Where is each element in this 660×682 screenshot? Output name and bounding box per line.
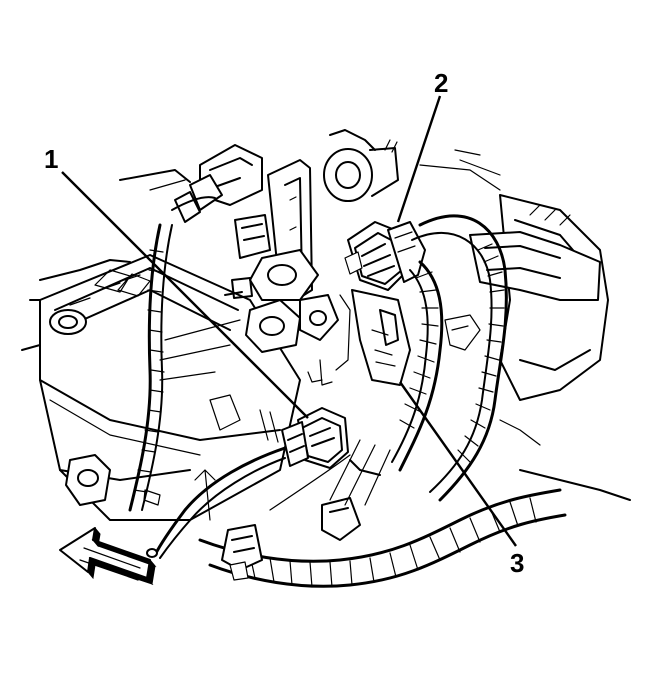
engine-mount — [21, 299, 111, 506]
wiring-harness — [128, 196, 631, 588]
upper-components — [39, 129, 609, 401]
connector-2 — [344, 221, 426, 291]
callout-3-label: 3 — [510, 548, 524, 578]
connector-1 — [281, 407, 349, 469]
callout-2: 2 — [396, 68, 448, 223]
connector-bracket — [307, 289, 411, 386]
callout-1: 1 — [44, 144, 309, 419]
callout-2-label: 2 — [434, 68, 448, 98]
callout-3: 3 — [399, 381, 524, 578]
callout-1-label: 1 — [44, 144, 58, 174]
front-direction-arrow-icon — [59, 526, 157, 586]
